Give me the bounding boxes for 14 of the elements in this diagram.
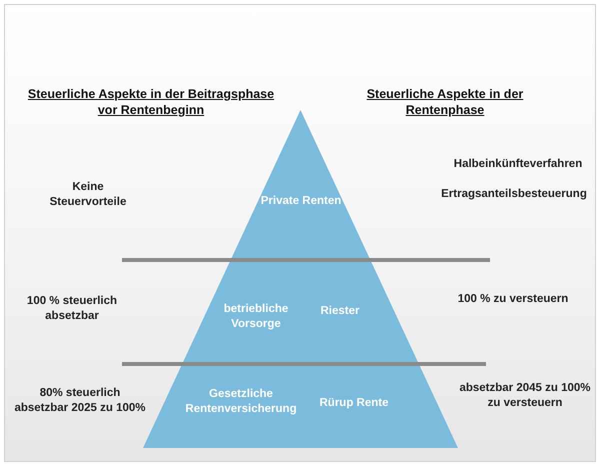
pyramid-tier-label: Riester bbox=[320, 304, 360, 319]
tax-note: 100 % zu versteuern bbox=[456, 292, 570, 307]
tax-note: Keine Steuervorteile bbox=[48, 180, 128, 210]
column-heading: Steuerliche Aspekte in der Beitragsphase vor Rentenbeginn bbox=[26, 86, 276, 118]
tax-note: 100 % steuerlich absetzbar bbox=[26, 294, 118, 324]
column-heading: Steuerliche Aspekte in der Rentenphase bbox=[366, 86, 524, 118]
pyramid-tier-label: Rürup Rente bbox=[318, 396, 390, 411]
pyramid-tier-label: Gesetzliche Rentenversicherung bbox=[184, 387, 298, 417]
tax-note: Halbeinkünfteverfahren bbox=[452, 157, 584, 172]
pyramid-tier-label: Private Renten bbox=[260, 194, 342, 209]
pyramid-tier-label: betriebliche Vorsorge bbox=[222, 302, 290, 332]
tax-note: absetzbar 2045 zu 100% zu versteuern bbox=[458, 381, 592, 411]
tax-note: 80% steuerlich absetzbar 2025 zu 100% bbox=[13, 386, 147, 416]
tax-note: Ertragsanteilsbesteuerung bbox=[440, 187, 588, 202]
